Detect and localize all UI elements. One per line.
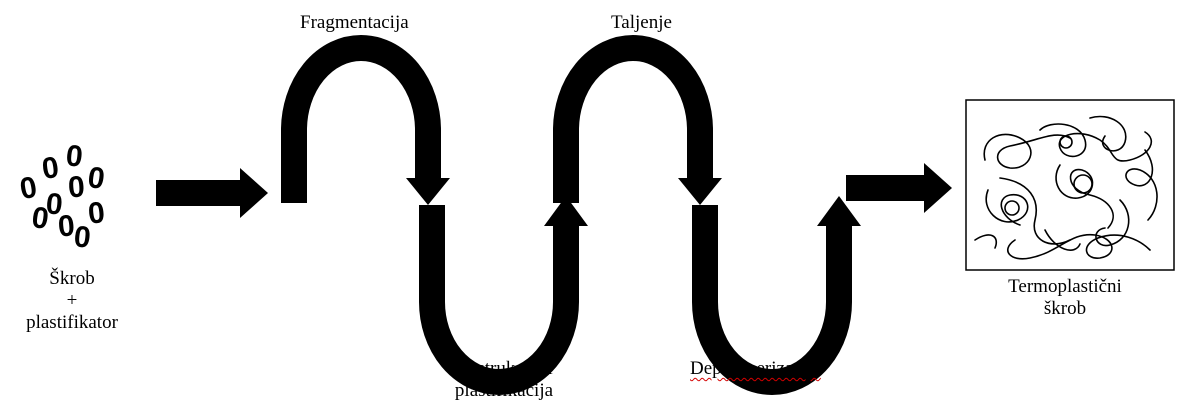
fragmentation-hump [281,35,441,203]
input-label-line1: Škrob [49,268,95,289]
granule: 0 [17,171,39,206]
output-arrow [846,163,952,213]
input-label: Škrob + plastifikator [8,268,136,334]
output-label: Termoplastični škrob [990,276,1140,320]
granule: 0 [67,170,86,204]
input-label-line2: + [66,290,78,311]
granule: 0 [57,209,77,243]
granule: 0 [64,139,84,174]
granule: 0 [40,151,61,186]
depolymerization-text: Depolimerizacija [690,358,821,379]
granule: 0 [45,187,65,221]
wave-arrowheads [406,178,861,226]
granule: 0 [86,196,106,231]
output-label-line1: Termoplastični [1008,276,1122,297]
polymer-chains [974,115,1158,260]
destruction-label-line2: plastifikacija [454,380,554,401]
granule: 0 [30,201,51,236]
destruction-dip [419,205,579,395]
granule: 0 [86,161,107,196]
process-wave [281,35,852,395]
arrowhead-down [678,178,722,205]
arrowhead-down [406,178,450,205]
destruction-label: Destrukcija i plastifikacija [438,358,570,402]
fragmentation-label: Fragmentacija [300,12,409,33]
arrowhead-up [817,196,861,226]
arrowhead-up [544,196,588,226]
input-arrow [156,168,268,218]
starch-granules: 0 0 0 0 0 0 0 0 0 0 [17,139,106,255]
thermoplastic-starch-box [965,99,1175,271]
depolymerization-dip [692,205,852,395]
depolymerization-label: Depolimerizacija [690,358,821,380]
destruction-label-line1: Destrukcija i [455,358,553,379]
melting-label: Taljenje [611,12,672,33]
output-label-line2: škrob [1043,298,1087,319]
granule: 0 [72,220,92,255]
input-label-line3: plastifikator [26,312,118,333]
melting-hump [553,35,713,203]
